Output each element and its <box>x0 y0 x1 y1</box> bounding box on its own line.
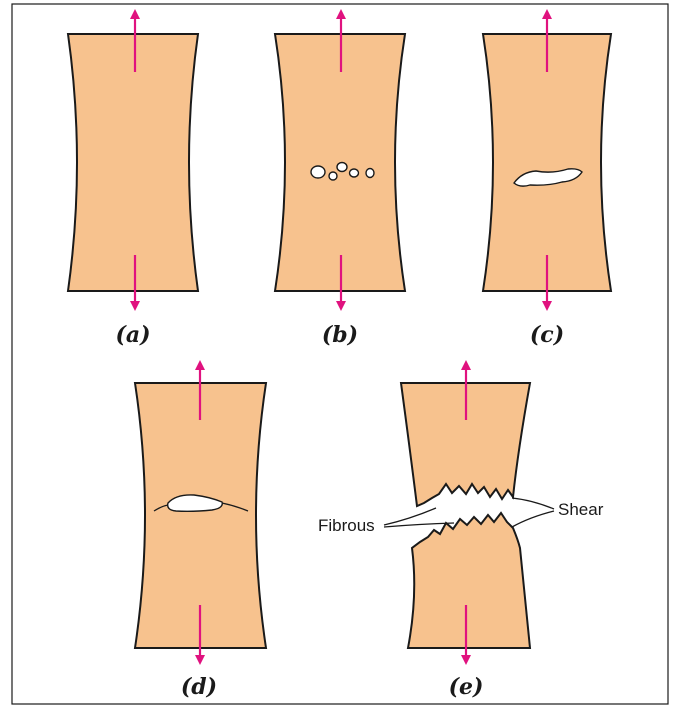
panel-label-d: (d) <box>181 674 217 700</box>
panel-d: (d) <box>135 365 266 700</box>
specimen-e-lower-half <box>408 513 530 648</box>
panel-label-b: (b) <box>322 322 358 348</box>
microvoid <box>329 172 337 180</box>
microvoid <box>366 169 374 178</box>
microvoid <box>350 169 359 177</box>
panel-b: (b) <box>275 14 405 348</box>
shear-leader-lower <box>512 511 554 527</box>
shear-label: Shear <box>558 500 604 519</box>
panel-label-c: (c) <box>530 322 564 348</box>
shear-leader-upper <box>512 498 554 509</box>
fibrous-leader-upper <box>384 508 436 525</box>
panel-label-e: (e) <box>449 674 484 700</box>
panel-a: (a) <box>68 14 198 348</box>
specimen-c <box>483 34 611 291</box>
microvoid <box>311 166 325 178</box>
specimen-a <box>68 34 198 291</box>
microvoid <box>337 163 347 172</box>
panel-e: (e) Fibrous Shear <box>318 365 604 700</box>
fibrous-label: Fibrous <box>318 516 375 535</box>
panel-c: (c) <box>483 14 611 348</box>
panel-label-a: (a) <box>115 322 150 348</box>
